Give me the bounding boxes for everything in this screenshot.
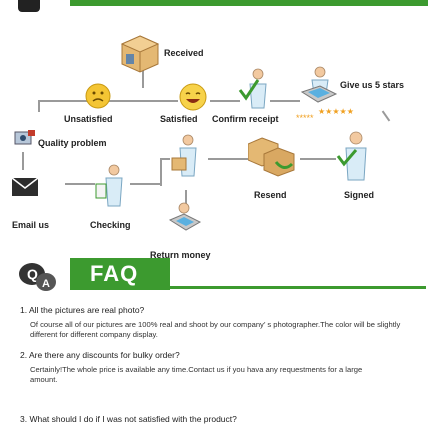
return-money-icon [166,200,202,236]
flow-line [208,158,248,160]
rating-person-icon [298,64,338,108]
return-package-person-icon [166,132,208,180]
quality-problem-icon [14,128,36,148]
faq-underline [170,286,426,289]
unsatisfied-face-icon [84,82,112,110]
give-stars-label: Give us 5 stars [340,80,405,90]
flow-line [185,190,187,208]
confirm-receipt-person-icon [236,66,276,112]
flow-line [38,100,40,112]
flow-line [381,110,391,122]
flow-line [210,100,240,102]
signed-person-icon [336,130,376,184]
flow-line [130,183,160,185]
flow-line [160,158,162,186]
header-green-bar [70,0,428,6]
faq-answer: Of course all of our pictures are 100% r… [30,320,401,339]
dashed-stars: ***** [296,113,314,123]
email-us-label: Email us [12,220,50,230]
flow-line [270,100,300,102]
satisfied-label: Satisfied [160,114,198,124]
resend-boxes-icon [248,132,298,180]
checking-person-icon [92,162,132,210]
return-money-label: Return money [150,250,211,260]
faq-title-badge: FAQ [70,258,170,290]
flow-line [160,158,170,160]
signed-label: Signed [344,190,375,200]
flow-line [65,183,95,185]
five-stars-rating: ★★★★★ [318,107,354,116]
flow-line [22,152,24,170]
resend-label: Resend [254,190,287,200]
flow-line [38,100,88,102]
faq-question: 1. All the pictures are real photo? [20,305,145,315]
received-label: Received [164,48,204,58]
flow-line [108,100,178,102]
flow-line [300,158,336,160]
satisfied-face-icon [178,82,208,112]
confirm-receipt-label: Confirm receipt [212,114,279,124]
flow-line [142,68,144,88]
unsatisfied-label: Unsatisfied [64,114,113,124]
faq-question: 3. What should I do if I was not satisfi… [20,414,237,424]
checking-label: Checking [90,220,131,230]
header-icon [18,0,40,12]
faq-chat-icon: Q A [16,260,58,294]
faq-title: FAQ [90,261,139,286]
package-box-icon [118,32,162,76]
email-envelope-icon [10,172,40,200]
svg-text:Q: Q [27,266,38,282]
quality-problem-label: Quality problem [38,138,107,148]
svg-text:A: A [42,278,50,290]
faq-answer: Certainly!The whole price is available a… [30,365,363,384]
faq-question: 2. Are there any discounts for bulky ord… [20,350,180,360]
